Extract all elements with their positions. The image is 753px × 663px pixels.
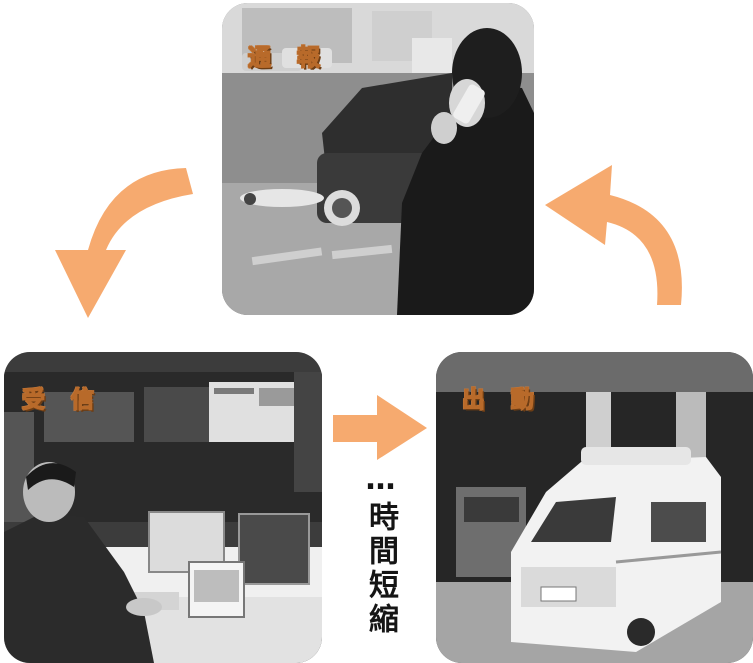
receive-photo-panel: [4, 352, 322, 663]
report-photo-panel: [222, 3, 534, 315]
step-label-receive: 受 信: [21, 385, 104, 413]
dispatch-photo: [436, 352, 753, 663]
straight-arrow-right-icon: [333, 395, 427, 460]
curved-arrow-down-left-icon: [55, 168, 193, 318]
step-label-report: 通 報: [247, 43, 330, 71]
report-photo: [222, 3, 534, 315]
time-reduction-text: …時間短縮: [363, 462, 398, 637]
receive-photo: [4, 352, 322, 663]
dispatch-photo-panel: [436, 352, 753, 663]
curved-arrow-up-left-icon: [545, 165, 682, 305]
step-label-dispatch: 出 動: [461, 385, 544, 413]
